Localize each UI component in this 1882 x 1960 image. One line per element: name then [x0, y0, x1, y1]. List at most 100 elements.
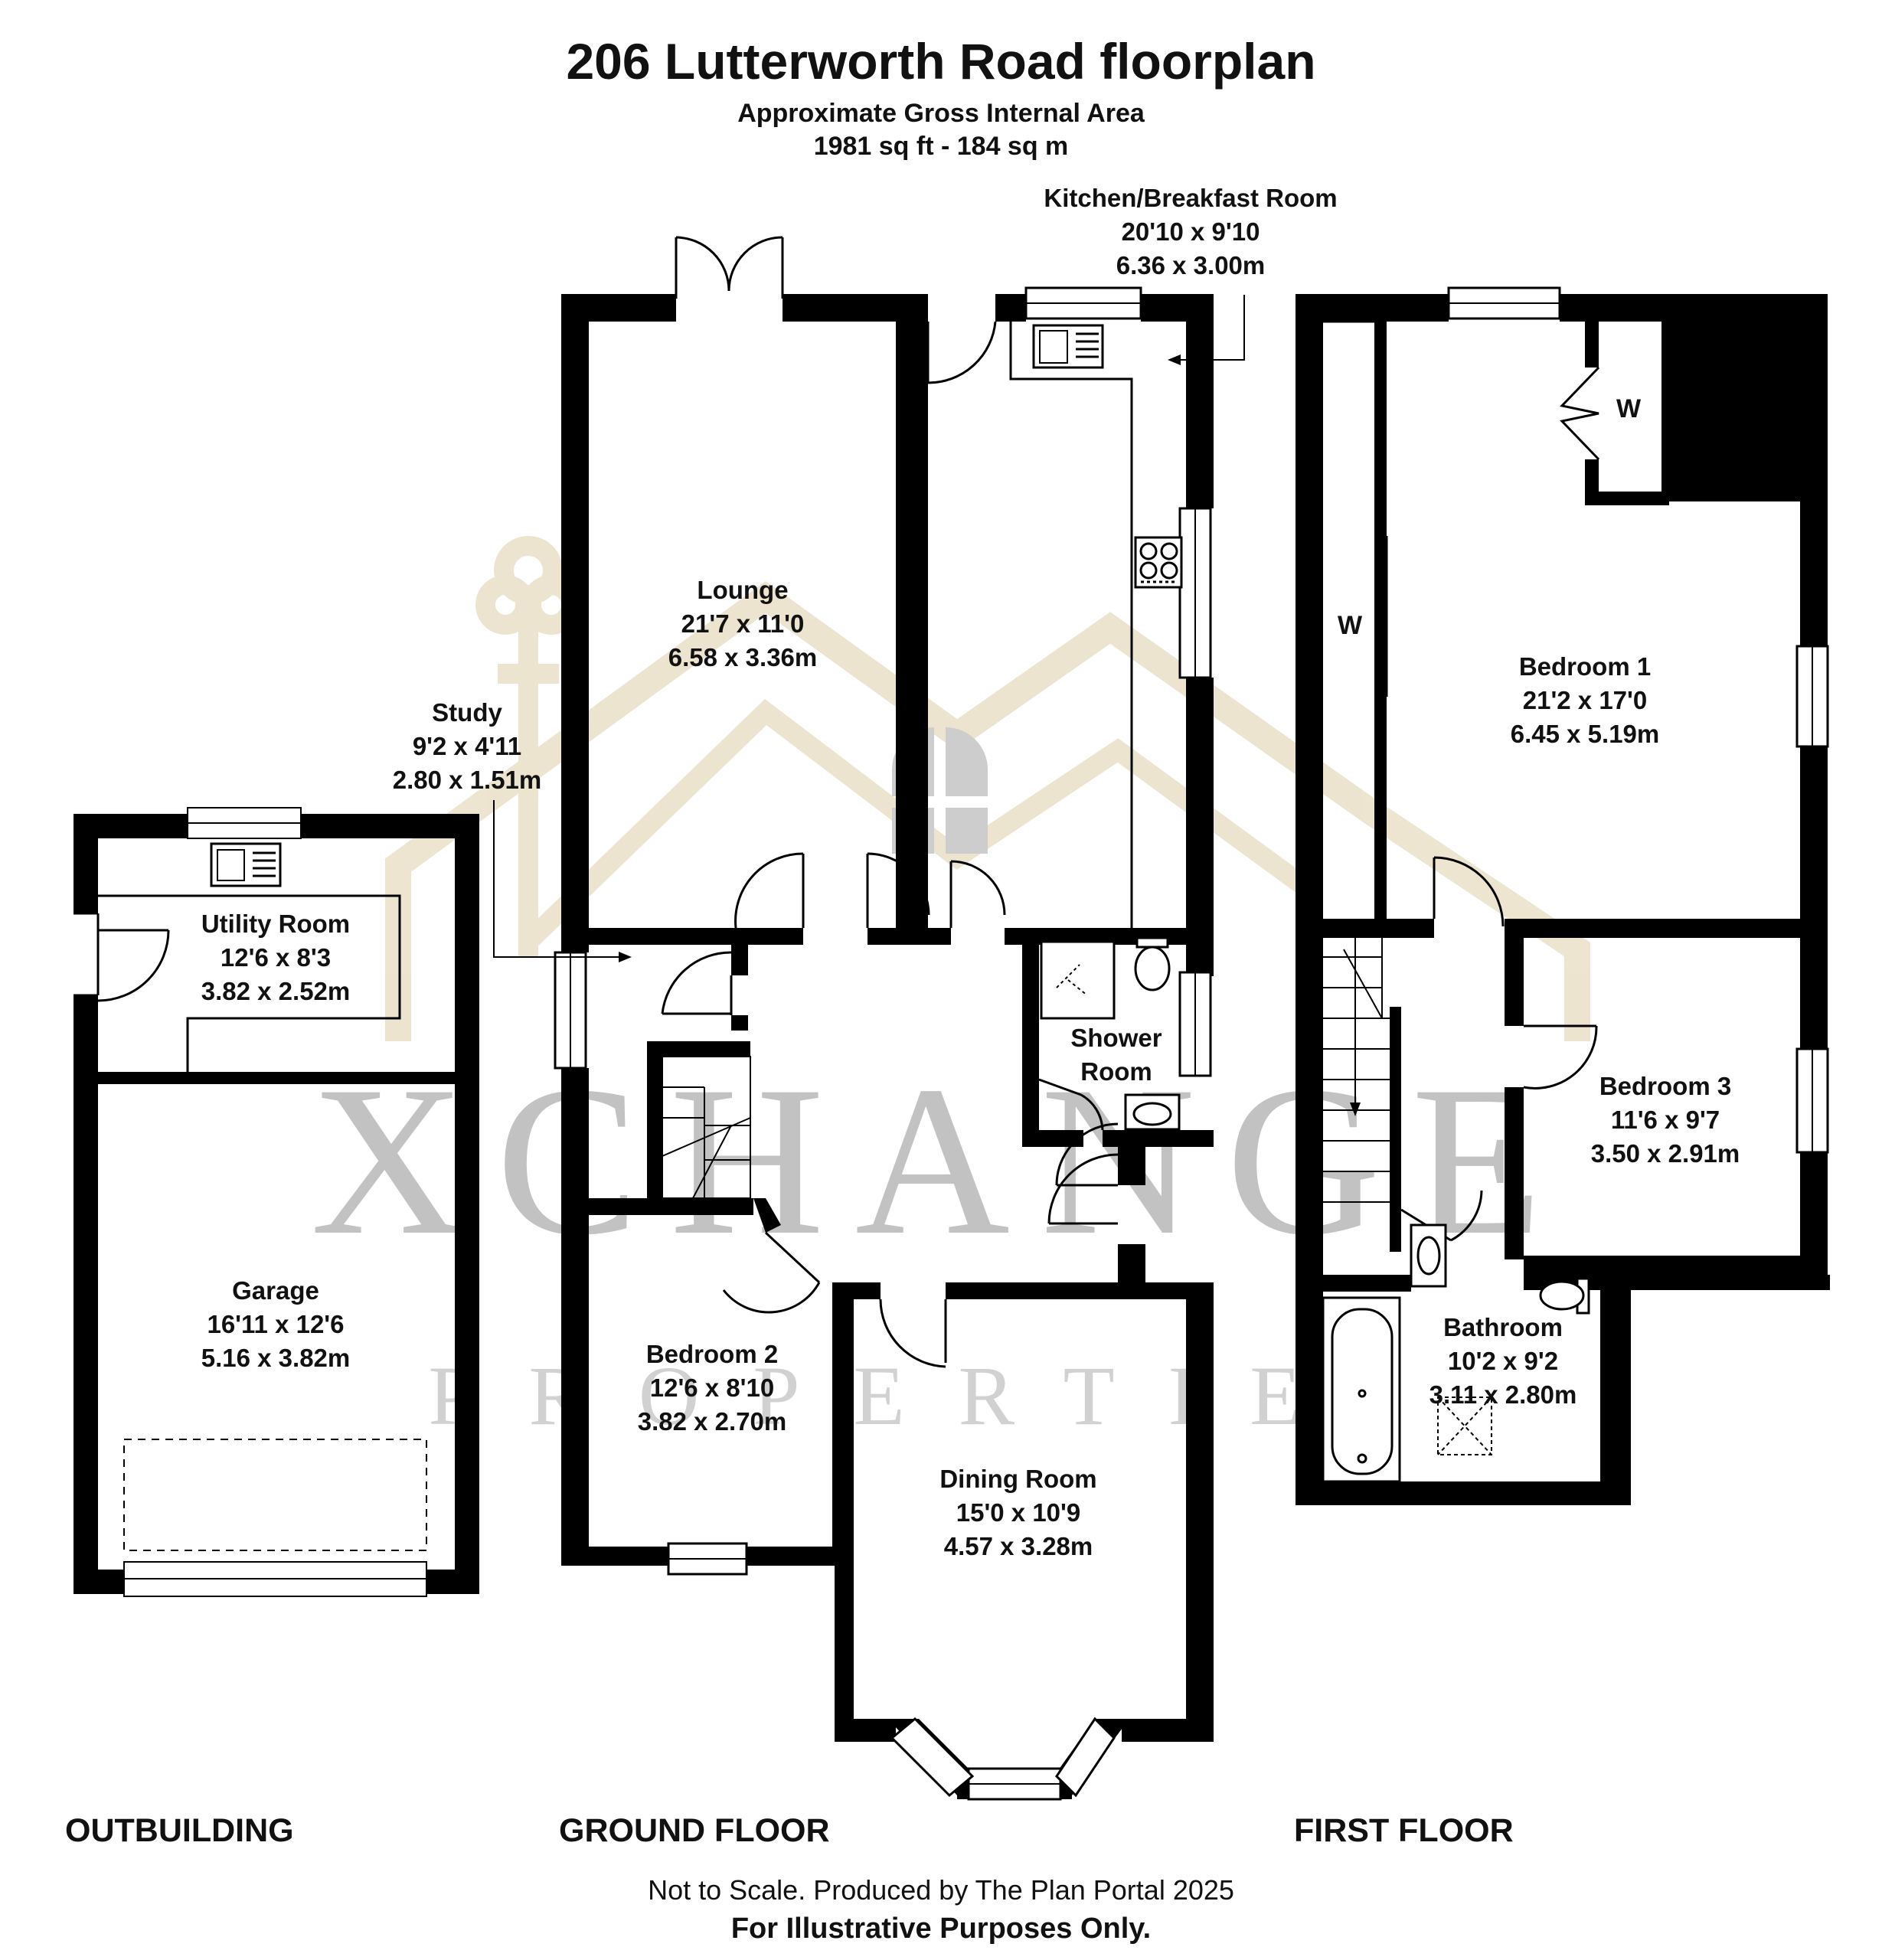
bedroom2-label: Bedroom 2: [646, 1340, 778, 1368]
kitchen-worktop: [1009, 322, 1133, 928]
bedroom2-wall-top: [589, 1198, 753, 1215]
utility-side-door-icon: [74, 912, 170, 1002]
dining-wall-right: [1186, 1282, 1214, 1738]
bedroom3-label: Bedroom 3: [1599, 1072, 1731, 1100]
outbuilding-wall-right: [455, 814, 479, 1594]
first-wall-bottom: [1296, 1481, 1631, 1505]
bedroom3-door-icon: [1523, 1025, 1598, 1089]
kitchen-back-door-icon: [927, 321, 997, 384]
study-door-icon: [661, 951, 732, 1014]
bathroom-toilet-icon: [1539, 1277, 1590, 1315]
bedroom3-wall-left-upper: [1505, 919, 1524, 1026]
floor-label-first: FIRST FLOOR: [1294, 1812, 1514, 1849]
bathroom-wall-top: [1323, 1275, 1411, 1292]
utility-sink-icon: [210, 842, 282, 887]
ground-stairs-icon: [662, 1056, 751, 1199]
wardrobe-mark-landing: W: [1338, 611, 1363, 640]
bathroom-wall-top-right: [1600, 1275, 1830, 1290]
kitchen-wall-top-left: [995, 294, 1026, 322]
footer-illustrative: For Illustrative Purposes Only.: [731, 1913, 1151, 1945]
dining-wall-bottom-right: [1122, 1719, 1214, 1742]
first-floor-plan: [1296, 294, 1830, 1505]
garage-label: Garage: [232, 1276, 319, 1305]
bay-window-left-icon: [890, 1717, 975, 1798]
outbuilding-partition: [98, 1072, 455, 1084]
bathroom-basin-icon: [1410, 1223, 1447, 1288]
kitchen-label-pointer: [1179, 295, 1245, 361]
kitchen-imperial: 20'10 x 9'10: [1122, 217, 1260, 246]
lounge-wall-bottom-left: [589, 928, 803, 945]
shower-wall-left: [1022, 945, 1039, 1147]
bath-icon: [1322, 1296, 1401, 1483]
bedroom1-imperial: 21'2 x 17'0: [1523, 686, 1648, 714]
kitchen-hall-door-icon: [950, 860, 1006, 916]
dining-label: Dining Room: [939, 1465, 1096, 1493]
bay-window-right-icon: [1055, 1717, 1116, 1798]
bedroom2-metric: 3.82 x 2.70m: [638, 1407, 787, 1436]
bedroom2-door-icon: [722, 1282, 821, 1314]
first-wall-left: [1296, 294, 1323, 1505]
lounge-kitchen-wall: [896, 294, 928, 929]
bedroom1-wall-bottom-left: [1323, 919, 1434, 938]
garage-metric: 5.16 x 3.82m: [201, 1344, 351, 1372]
outbuilding-plan: [74, 807, 479, 1597]
dining-wall-top-right: [946, 1282, 1214, 1299]
first-wall-top-right: [1560, 294, 1828, 322]
bedroom2-wall-right: [832, 1282, 854, 1566]
lounge-door-right-icon: [867, 852, 930, 916]
kitchen-wall-right-lower: [1186, 678, 1214, 976]
kitchen-wall-bottom-left: [928, 928, 951, 945]
outbuilding-wall-left-lower: [74, 995, 98, 1594]
study-wall-bottom: [731, 1015, 748, 1031]
bedroom3-metric: 3.50 x 2.91m: [1591, 1139, 1740, 1168]
french-door-left-icon: [675, 236, 730, 292]
dining-imperial: 15'0 x 10'9: [956, 1498, 1081, 1527]
bathroom-wall-right: [1600, 1275, 1631, 1504]
kitchen-wall-right-upper: [1186, 294, 1214, 508]
shower-label-line1: Shower: [1070, 1024, 1162, 1052]
kitchen-sink-icon: [1032, 324, 1104, 369]
bedroom1-label: Bedroom 1: [1519, 652, 1651, 681]
shower-tray-icon: [1040, 940, 1116, 1020]
garage-imperial: 16'11 x 12'6: [207, 1310, 344, 1338]
bedroom1-door-icon: [1433, 856, 1505, 927]
watermark-roof-inner-icon: [521, 698, 1323, 949]
study-imperial: 9'2 x 4'11: [413, 732, 521, 760]
area-subtitle: Approximate Gross Internal Area: [737, 99, 1145, 128]
shower-basin-icon: [1124, 1093, 1181, 1131]
dining-metric: 4.57 x 3.28m: [944, 1532, 1093, 1560]
wardrobe-door-icon: [1560, 366, 1600, 461]
wardrobe-wall-left-lower: [1585, 459, 1599, 501]
dining-wall-bottom-left: [835, 1719, 896, 1742]
loft-hatch-icon: [1437, 1396, 1492, 1455]
wardrobe-mark-bedroom1: W: [1616, 394, 1642, 423]
bedroom2-wall-angle: [753, 1198, 781, 1233]
bathroom-door-icon: [1450, 1190, 1483, 1242]
utility-worktop: [98, 894, 401, 1072]
kitchen-metric: 6.36 x 3.00m: [1116, 251, 1266, 279]
first-floor-fittings: [1322, 286, 1829, 1483]
study-label: Study: [432, 698, 502, 727]
hob-icon: [1134, 536, 1183, 589]
shower-wall-bottom: [1022, 1130, 1083, 1147]
footer-disclaimer: Not to Scale. Produced by The Plan Porta…: [648, 1874, 1234, 1906]
bedroom3-wall-left-lower: [1505, 1087, 1524, 1259]
kitchen-label: Kitchen/Breakfast Room: [1044, 184, 1337, 212]
landing-cupboard-wall: [1374, 322, 1387, 919]
bedroom3-imperial: 11'6 x 9'7: [1611, 1106, 1720, 1134]
stair-wall-top: [647, 1041, 750, 1057]
ground-wall-left-upper: [561, 294, 589, 952]
lounge-imperial: 21'7 x 11'0: [681, 609, 805, 638]
utility-label: Utility Room: [201, 910, 350, 938]
ground-wall-left-lower: [561, 1068, 589, 1566]
french-door-right-icon: [727, 236, 783, 292]
garage-door-outline: [123, 1439, 427, 1551]
area-value: 1981 sq ft - 184 sq m: [814, 132, 1069, 161]
floor-label-ground: GROUND FLOOR: [559, 1812, 830, 1849]
utility-metric: 3.82 x 2.52m: [201, 977, 351, 1005]
bedroom2-wall-bottom-left: [561, 1547, 668, 1566]
shower-wall-bottom-right: [1103, 1130, 1214, 1147]
bathroom-metric: 3.11 x 2.80m: [1429, 1380, 1577, 1409]
floor-label-outbuilding: OUTBUILDING: [65, 1812, 294, 1849]
watermark-word: XCHANGE: [311, 1041, 1573, 1279]
